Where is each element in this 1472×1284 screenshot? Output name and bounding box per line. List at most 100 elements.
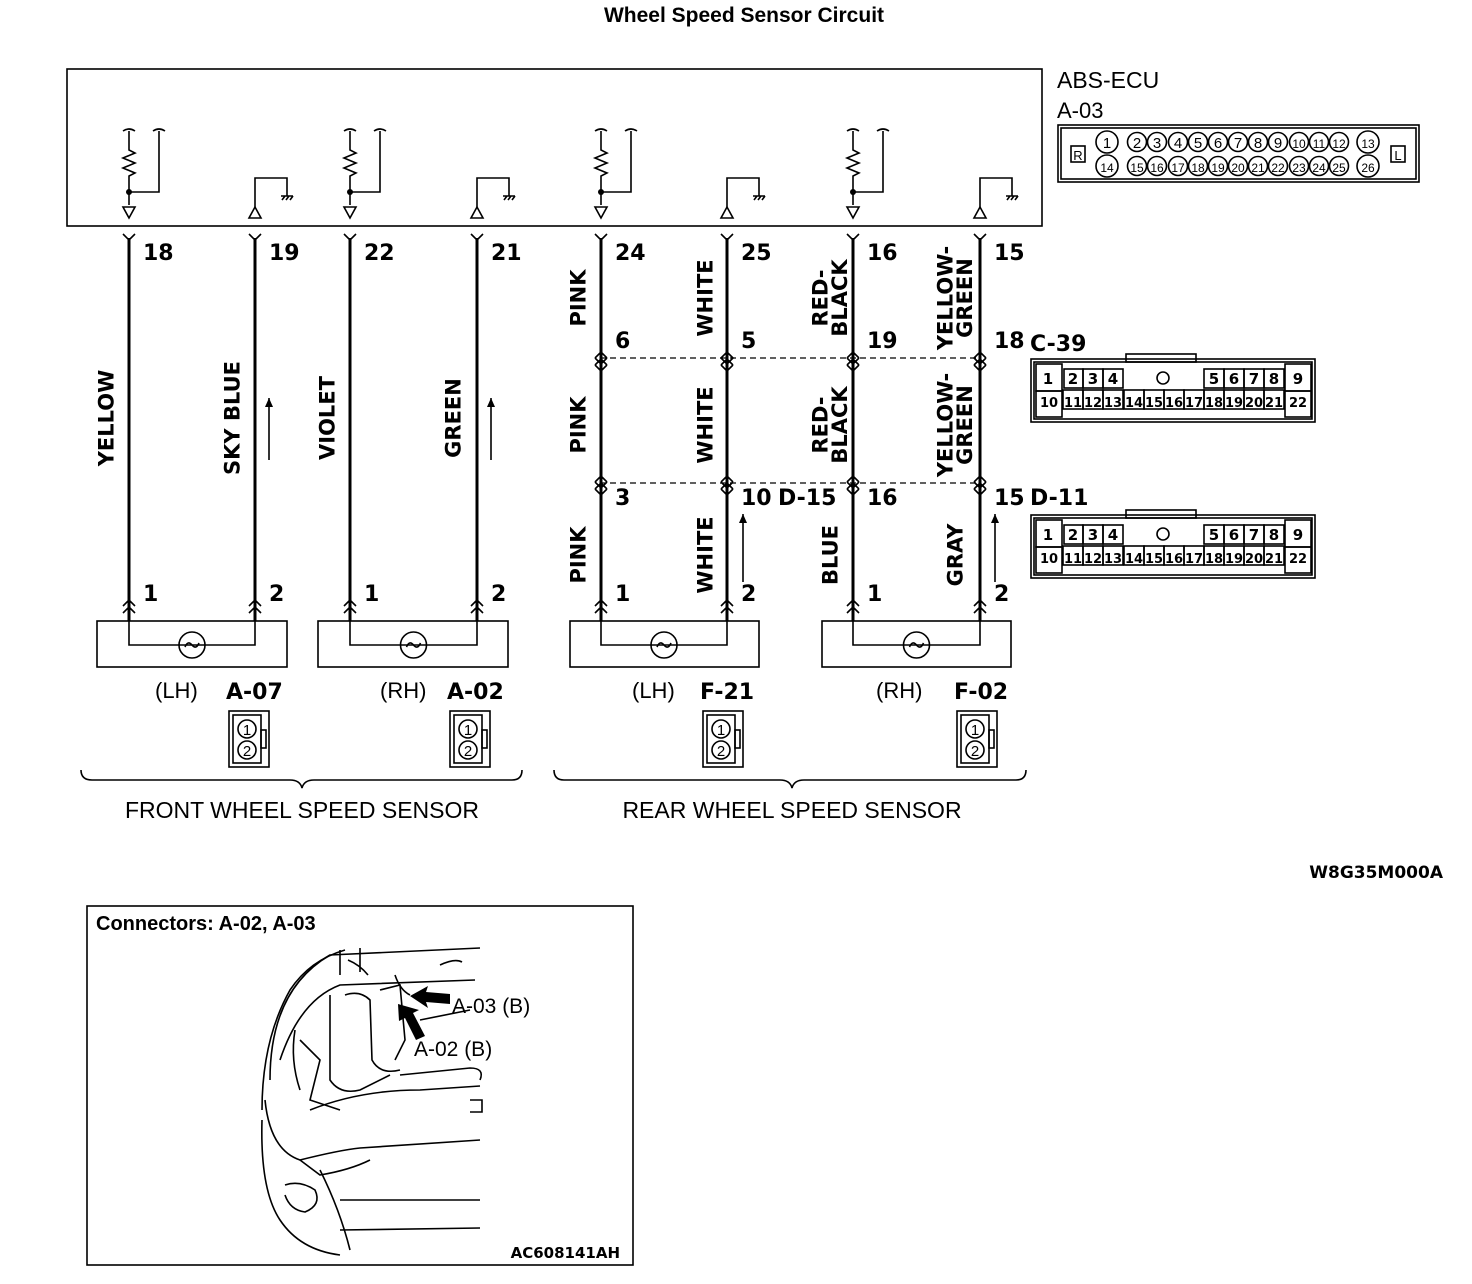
ecu-pin-circle (1267, 131, 1289, 153)
output-terminal (247, 205, 263, 219)
abs-ecu-box (66, 68, 1043, 227)
connector-chevron (594, 350, 608, 359)
mc-cell (1263, 389, 1285, 410)
mc-pin: 6 (1229, 370, 1239, 388)
wire-color-label-mid: PINK (566, 396, 590, 454)
mc-cell (1263, 368, 1285, 389)
ecu-connector-id: A-03 (1057, 98, 1103, 123)
connector-chevron (973, 474, 987, 483)
sensor-connector-pin (237, 719, 257, 739)
sensor-connector-lock (260, 729, 267, 749)
ecu-tag-right: L (1394, 148, 1401, 163)
mc-pin: 16 (1165, 552, 1183, 567)
mc-cell (1263, 524, 1285, 545)
ecu-pin-number: 17 (1171, 161, 1185, 175)
connector-chevron (594, 364, 608, 373)
mc-pin: 10 (1040, 552, 1058, 567)
mc-pin: 21 (1265, 552, 1283, 567)
connector-chevron (846, 357, 860, 366)
mc-cell (1035, 390, 1063, 418)
connector-chevron (973, 481, 987, 490)
sensor-coil-symbol (399, 631, 428, 659)
sensor-coil-symbol (650, 631, 678, 659)
ecu-pin-number: 6 (1214, 135, 1222, 152)
ecu-pin-circle (1247, 131, 1269, 153)
wire-break-mark (343, 128, 357, 132)
wire-color-label-line: VIOLET (315, 375, 339, 460)
ecu-pin-number: 25 (1332, 161, 1346, 175)
connector-chevron (973, 357, 987, 366)
wire-color-label-upper: WHITE (693, 259, 717, 336)
connector-chevron (846, 605, 860, 614)
ac-wave (908, 642, 925, 648)
wire-color-label-low: GRAY (943, 523, 967, 587)
mc-pin: 1 (1043, 370, 1053, 388)
wire-color-label-low-line: BLUE (818, 525, 842, 585)
wire-color-label-low-line: GRAY (943, 523, 967, 587)
ecu-wire-pin: 24 (615, 241, 646, 266)
connector-chevron (846, 481, 860, 490)
mc-pin: 19 (1225, 552, 1243, 567)
mc-pin: 13 (1104, 396, 1122, 411)
connector-chevron (470, 233, 484, 242)
wire-color-label-mid: YELLOW-GREEN (934, 373, 977, 478)
sensor-pin: 1 (615, 582, 630, 607)
ecu-pin-circle (1267, 155, 1289, 177)
group-braces (80, 769, 1027, 789)
ecu-internal-circuits (120, 128, 1019, 220)
resistor (592, 131, 610, 205)
ground-symbol (503, 195, 516, 201)
connector-chevron (343, 598, 357, 607)
connector-chevron (594, 488, 608, 497)
connector-chevron (720, 350, 734, 359)
sensor-connector-pin (458, 719, 478, 739)
inset-code: AC608141AH (511, 1244, 620, 1262)
callout-a03: A-03 (B) (452, 995, 530, 1018)
connector-chevron (594, 357, 608, 366)
connector-chevron (594, 233, 608, 242)
d-connector-pin: 3 (615, 486, 630, 511)
sensor-pin: 2 (994, 582, 1009, 607)
mc-pin: 16 (1165, 396, 1183, 411)
connector-chevron (846, 474, 860, 483)
connector-chevron (343, 233, 357, 242)
ecu-pin-circle (1356, 130, 1380, 154)
ecu-pin-number: 13 (1361, 137, 1375, 151)
arrow-head (487, 398, 495, 407)
mc-pin: 14 (1125, 396, 1143, 411)
d-connector-pin: 15 (994, 486, 1025, 511)
ecu-pin-circle (1167, 131, 1189, 153)
mc-pin: 17 (1185, 552, 1203, 567)
mc-pin: 9 (1293, 370, 1303, 388)
sensor-pin: 2 (491, 582, 506, 607)
wire-color-label-upper: PINK (566, 269, 590, 327)
sensor-side-label: (RH) (876, 678, 922, 703)
input-terminal (845, 206, 861, 220)
mc-cell (1284, 390, 1312, 418)
ecu-pin-circle (1207, 131, 1229, 153)
wire-break-mark (594, 128, 608, 132)
wire-color-label-mid-line: WHITE (693, 386, 717, 463)
ecu-pin-circle (1288, 131, 1310, 153)
ecu-pin-circle (1328, 155, 1350, 177)
ecu-pin-circle (1288, 155, 1310, 177)
mc-pin: 5 (1209, 370, 1219, 388)
sensor-connector-label: A-07 (226, 680, 283, 705)
ecu-pin-circle (1356, 154, 1380, 178)
mc-pin: 11 (1064, 396, 1082, 411)
sensor-side-label: (LH) (632, 678, 675, 703)
connector-chevron (248, 233, 262, 242)
wire-break-mark (624, 128, 638, 132)
ecu-pin-number: 23 (1292, 161, 1306, 175)
engine-bay-illustration (261, 947, 483, 1256)
mc-key-circle (1156, 527, 1170, 541)
c39-pin: 18 (994, 329, 1025, 354)
wire-color-label-line: YELLOW (94, 370, 118, 468)
sensor-connector-label: F-02 (954, 680, 1008, 705)
ecu-pin-circle (1308, 131, 1330, 153)
ecu-wire-pin: 22 (364, 241, 395, 266)
